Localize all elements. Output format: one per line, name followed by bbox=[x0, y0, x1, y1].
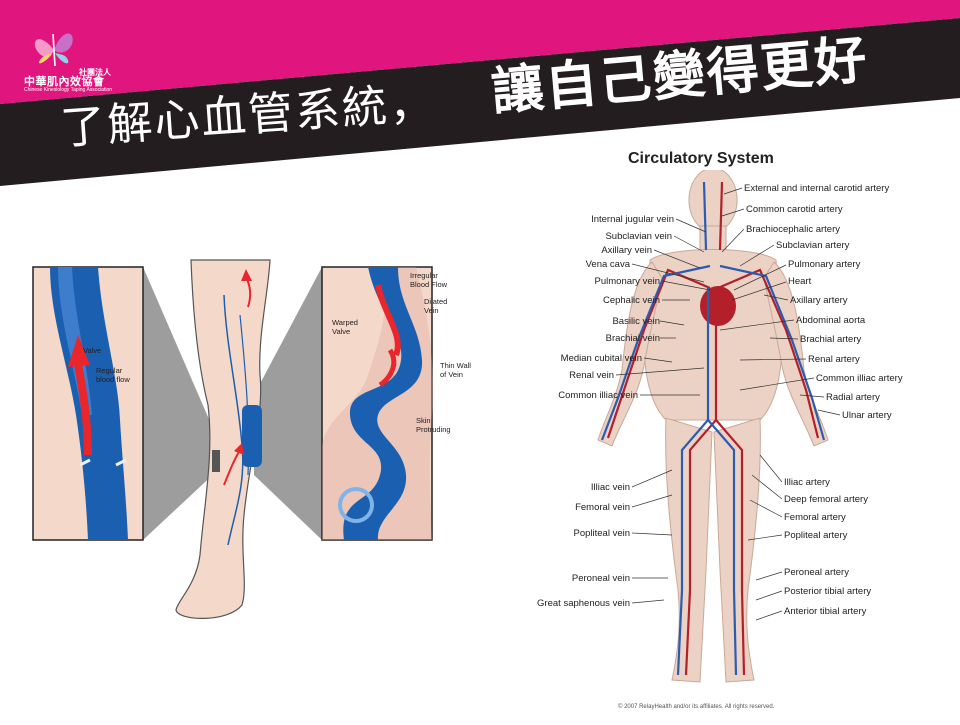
label-femoral-vein: Femoral vein bbox=[575, 502, 630, 513]
varicose-vein-panel bbox=[321, 266, 434, 541]
arteries bbox=[606, 181, 820, 676]
label-brachiocephalic-artery: Brachiocephalic artery bbox=[746, 224, 840, 235]
right-leg bbox=[665, 417, 713, 683]
label-internal-jugular-vein: Internal jugular vein bbox=[591, 214, 674, 225]
left-leg bbox=[713, 417, 761, 683]
label-great-saphenous-vein: Great saphenous vein bbox=[537, 598, 630, 609]
circulatory-title: Circulatory System bbox=[628, 150, 774, 167]
label-deep-femoral-artery: Deep femoral artery bbox=[784, 494, 868, 505]
label-irregular-blood-flow: Irregular Blood Flow bbox=[410, 271, 448, 289]
veins bbox=[600, 181, 826, 676]
human-body-circulatory-diagram bbox=[597, 170, 829, 683]
label-posterior-tibial-artery: Posterior tibial artery bbox=[784, 586, 872, 597]
label-abdominal-aorta: Abdominal aorta bbox=[796, 315, 866, 326]
label-brachial-artery: Brachial artery bbox=[800, 334, 862, 345]
banner-pink-band bbox=[0, 0, 960, 104]
label-axillary-artery: Axillary artery bbox=[790, 295, 848, 306]
label-illiac-vein: Illiac vein bbox=[590, 482, 630, 493]
label-valve: Valve bbox=[83, 346, 102, 355]
label-popliteal-vein: Popliteal vein bbox=[573, 528, 630, 539]
label-peroneal-vein: Peroneal vein bbox=[571, 573, 630, 584]
label-femoral-artery: Femoral artery bbox=[784, 512, 846, 523]
label-dilated-vein: Dilated Vein bbox=[424, 297, 448, 315]
butterfly-logo-icon bbox=[34, 33, 73, 67]
label-regular-blood-flow: Regular blood flow bbox=[96, 366, 130, 384]
header-banner bbox=[0, 0, 960, 186]
label-common-carotid-artery: Common carotid artery bbox=[746, 204, 843, 215]
label-popliteal-artery: Popliteal artery bbox=[784, 530, 848, 541]
healthy-vein-panel bbox=[32, 266, 144, 541]
label-renal-vein: Renal vein bbox=[569, 370, 614, 381]
label-cephalic-vein: Cephalic vein bbox=[602, 295, 660, 306]
label-subclavian-artery: Subclavian artery bbox=[776, 240, 850, 251]
label-axillary-vein: Axillary vein bbox=[601, 245, 652, 256]
left-zoom-wedge bbox=[143, 267, 218, 540]
label-brachial-vein: Brachial vein bbox=[605, 333, 660, 344]
label-basilic-vein: Basilic vein bbox=[612, 316, 660, 327]
label-external-internal-carotid-artery: External and internal carotid artery bbox=[744, 183, 890, 194]
label-ulnar-artery: Ulnar artery bbox=[842, 410, 892, 421]
label-median-cubital-vein: Median cubital vein bbox=[560, 353, 642, 364]
label-subclavian-vein: Subclavian vein bbox=[605, 231, 672, 242]
label-illiac-artery: Illiac artery bbox=[784, 477, 830, 488]
varicose-vein-illustration bbox=[32, 259, 434, 619]
org-name: 中華肌內效協會 bbox=[24, 76, 105, 88]
label-common-illiac-vein: Common illiac vein bbox=[558, 390, 638, 401]
org-english-name: Chinese Kinesiology Taping Association bbox=[24, 87, 113, 93]
banner-dark-band bbox=[0, 18, 960, 186]
label-pulmonary-vein: Pulmonary vein bbox=[594, 276, 660, 287]
leg-drawing bbox=[175, 259, 271, 619]
label-peroneal-artery: Peroneal artery bbox=[784, 567, 849, 578]
copyright-notice: © 2007 RelayHealth and/or its affiliates… bbox=[618, 704, 775, 710]
right-zoom-wedge bbox=[254, 267, 322, 540]
label-skin-protruding: Skin Protruding bbox=[416, 416, 451, 434]
label-common-illiac-artery: Common illiac artery bbox=[816, 373, 903, 384]
label-warped-valve: Warped Valve bbox=[332, 318, 358, 336]
label-radial-artery: Radial artery bbox=[826, 392, 880, 403]
label-renal-artery: Renal artery bbox=[808, 354, 860, 365]
label-pulmonary-artery: Pulmonary artery bbox=[788, 259, 861, 270]
label-anterior-tibial-artery: Anterior tibial artery bbox=[784, 606, 867, 617]
label-heart: Heart bbox=[788, 276, 812, 287]
org-prefix: 社團法人 bbox=[79, 68, 111, 77]
right-arm bbox=[597, 261, 663, 447]
label-thin-wall-of-vein: Thin Wall of Vein bbox=[440, 361, 471, 379]
label-vena-cava: Vena cava bbox=[585, 259, 630, 270]
